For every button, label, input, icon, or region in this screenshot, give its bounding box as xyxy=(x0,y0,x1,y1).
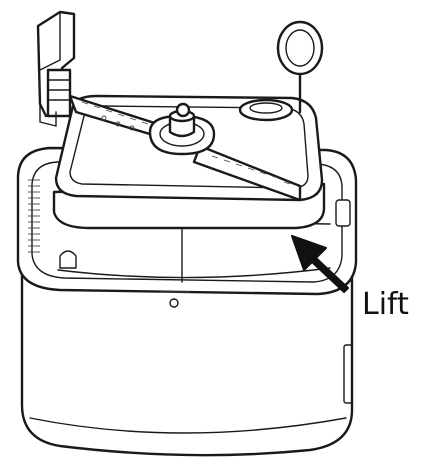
filler-tube xyxy=(238,98,294,122)
vent-grille xyxy=(28,179,40,253)
lift-arrow-icon xyxy=(291,235,349,293)
handle-post xyxy=(36,10,76,127)
blade-assembly xyxy=(68,94,302,202)
container-body xyxy=(20,260,354,457)
lift-label: Lift xyxy=(362,287,409,322)
pull-ring xyxy=(276,20,324,114)
